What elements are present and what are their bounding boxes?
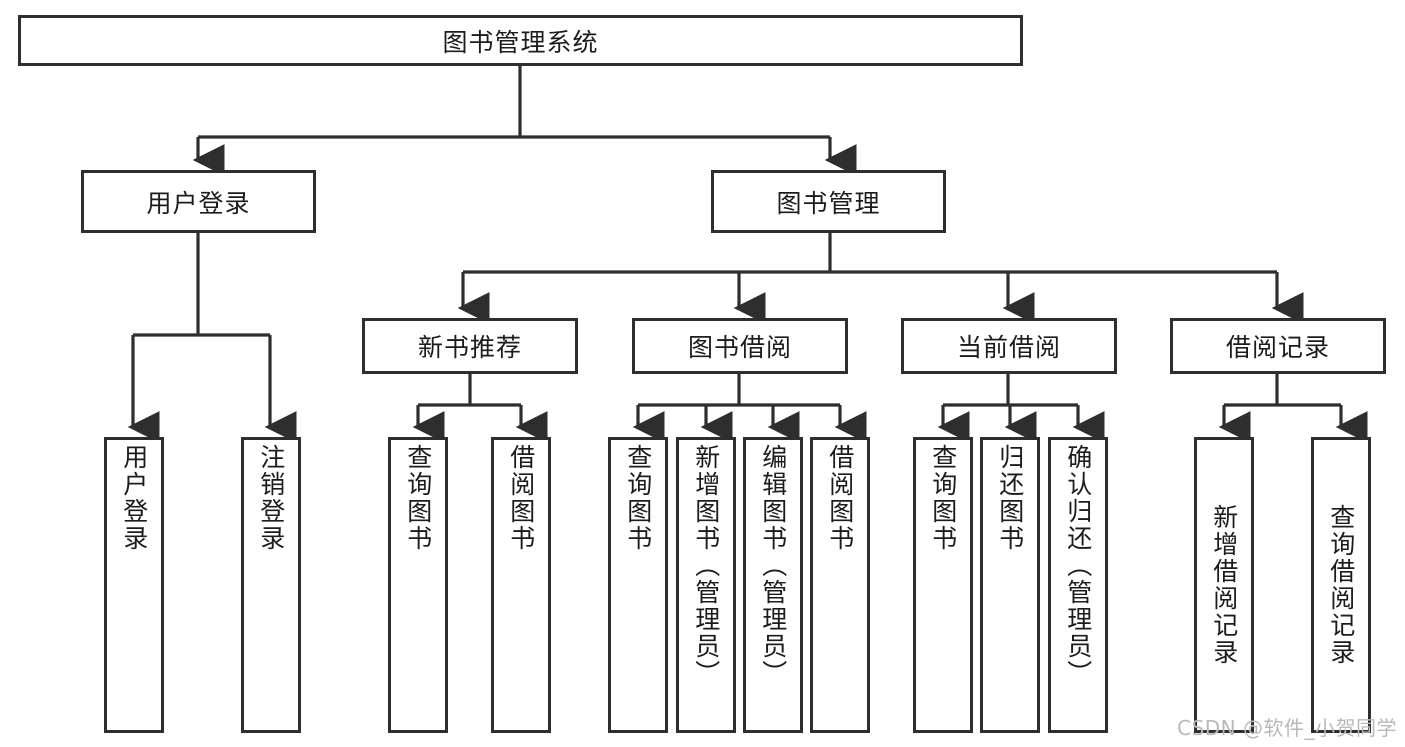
leaf-edit-book[interactable]: 编辑图书（管理员） [743, 437, 803, 733]
leaf-confirm-return-label: 确认归还（管理员） [1063, 444, 1093, 687]
leaf-borrow-book-2[interactable]: 借阅图书 [810, 437, 870, 733]
node-user-login-label: 用户登录 [146, 188, 251, 218]
leaf-edit-book-label: 编辑图书（管理员） [758, 444, 788, 687]
leaf-user-logout-label: 注销登录 [256, 444, 286, 552]
node-user-login[interactable]: 用户登录 [81, 170, 316, 233]
node-book-management-label: 图书管理 [776, 188, 881, 218]
leaf-query-book-2-label: 查询图书 [623, 444, 653, 552]
leaf-add-book-label: 新增图书（管理员） [691, 444, 721, 687]
node-book-borrow[interactable]: 图书借阅 [632, 318, 848, 374]
node-borrow-record[interactable]: 借阅记录 [1170, 318, 1386, 374]
leaf-query-record[interactable]: 查询借阅记录 [1311, 437, 1371, 733]
leaf-query-book-2[interactable]: 查询图书 [608, 437, 668, 733]
leaf-return-book[interactable]: 归还图书 [980, 437, 1040, 733]
leaf-query-book-3-label: 查询图书 [928, 444, 958, 552]
node-current-borrow-label: 当前借阅 [956, 333, 1061, 362]
leaf-borrow-book-1[interactable]: 借阅图书 [491, 437, 551, 733]
leaf-query-record-label: 查询借阅记录 [1326, 504, 1356, 666]
node-new-book-recommend-label: 新书推荐 [417, 333, 522, 362]
node-borrow-record-label: 借阅记录 [1225, 333, 1330, 362]
leaf-add-book[interactable]: 新增图书（管理员） [676, 437, 736, 733]
csdn-watermark: CSDN @软件_小贺同学 [1177, 716, 1397, 740]
leaf-borrow-book-2-label: 借阅图书 [825, 444, 855, 552]
node-new-book-recommend[interactable]: 新书推荐 [362, 318, 578, 374]
node-book-management[interactable]: 图书管理 [711, 170, 946, 233]
leaf-add-record-label: 新增借阅记录 [1209, 504, 1239, 666]
leaf-add-record[interactable]: 新增借阅记录 [1194, 437, 1254, 733]
leaf-query-book-1[interactable]: 查询图书 [388, 437, 448, 733]
leaf-query-book-3[interactable]: 查询图书 [913, 437, 973, 733]
leaf-user-login-label: 用户登录 [119, 444, 149, 552]
node-current-borrow[interactable]: 当前借阅 [901, 318, 1117, 374]
node-root[interactable]: 图书管理系统 [18, 15, 1023, 66]
leaf-confirm-return[interactable]: 确认归还（管理员） [1048, 437, 1108, 733]
leaf-borrow-book-1-label: 借阅图书 [506, 444, 536, 552]
leaf-user-logout[interactable]: 注销登录 [241, 437, 301, 733]
leaf-user-login[interactable]: 用户登录 [104, 437, 164, 733]
leaf-query-book-1-label: 查询图书 [403, 444, 433, 552]
leaf-return-book-label: 归还图书 [995, 444, 1025, 552]
node-root-label: 图书管理系统 [442, 27, 599, 57]
node-book-borrow-label: 图书借阅 [687, 333, 792, 362]
